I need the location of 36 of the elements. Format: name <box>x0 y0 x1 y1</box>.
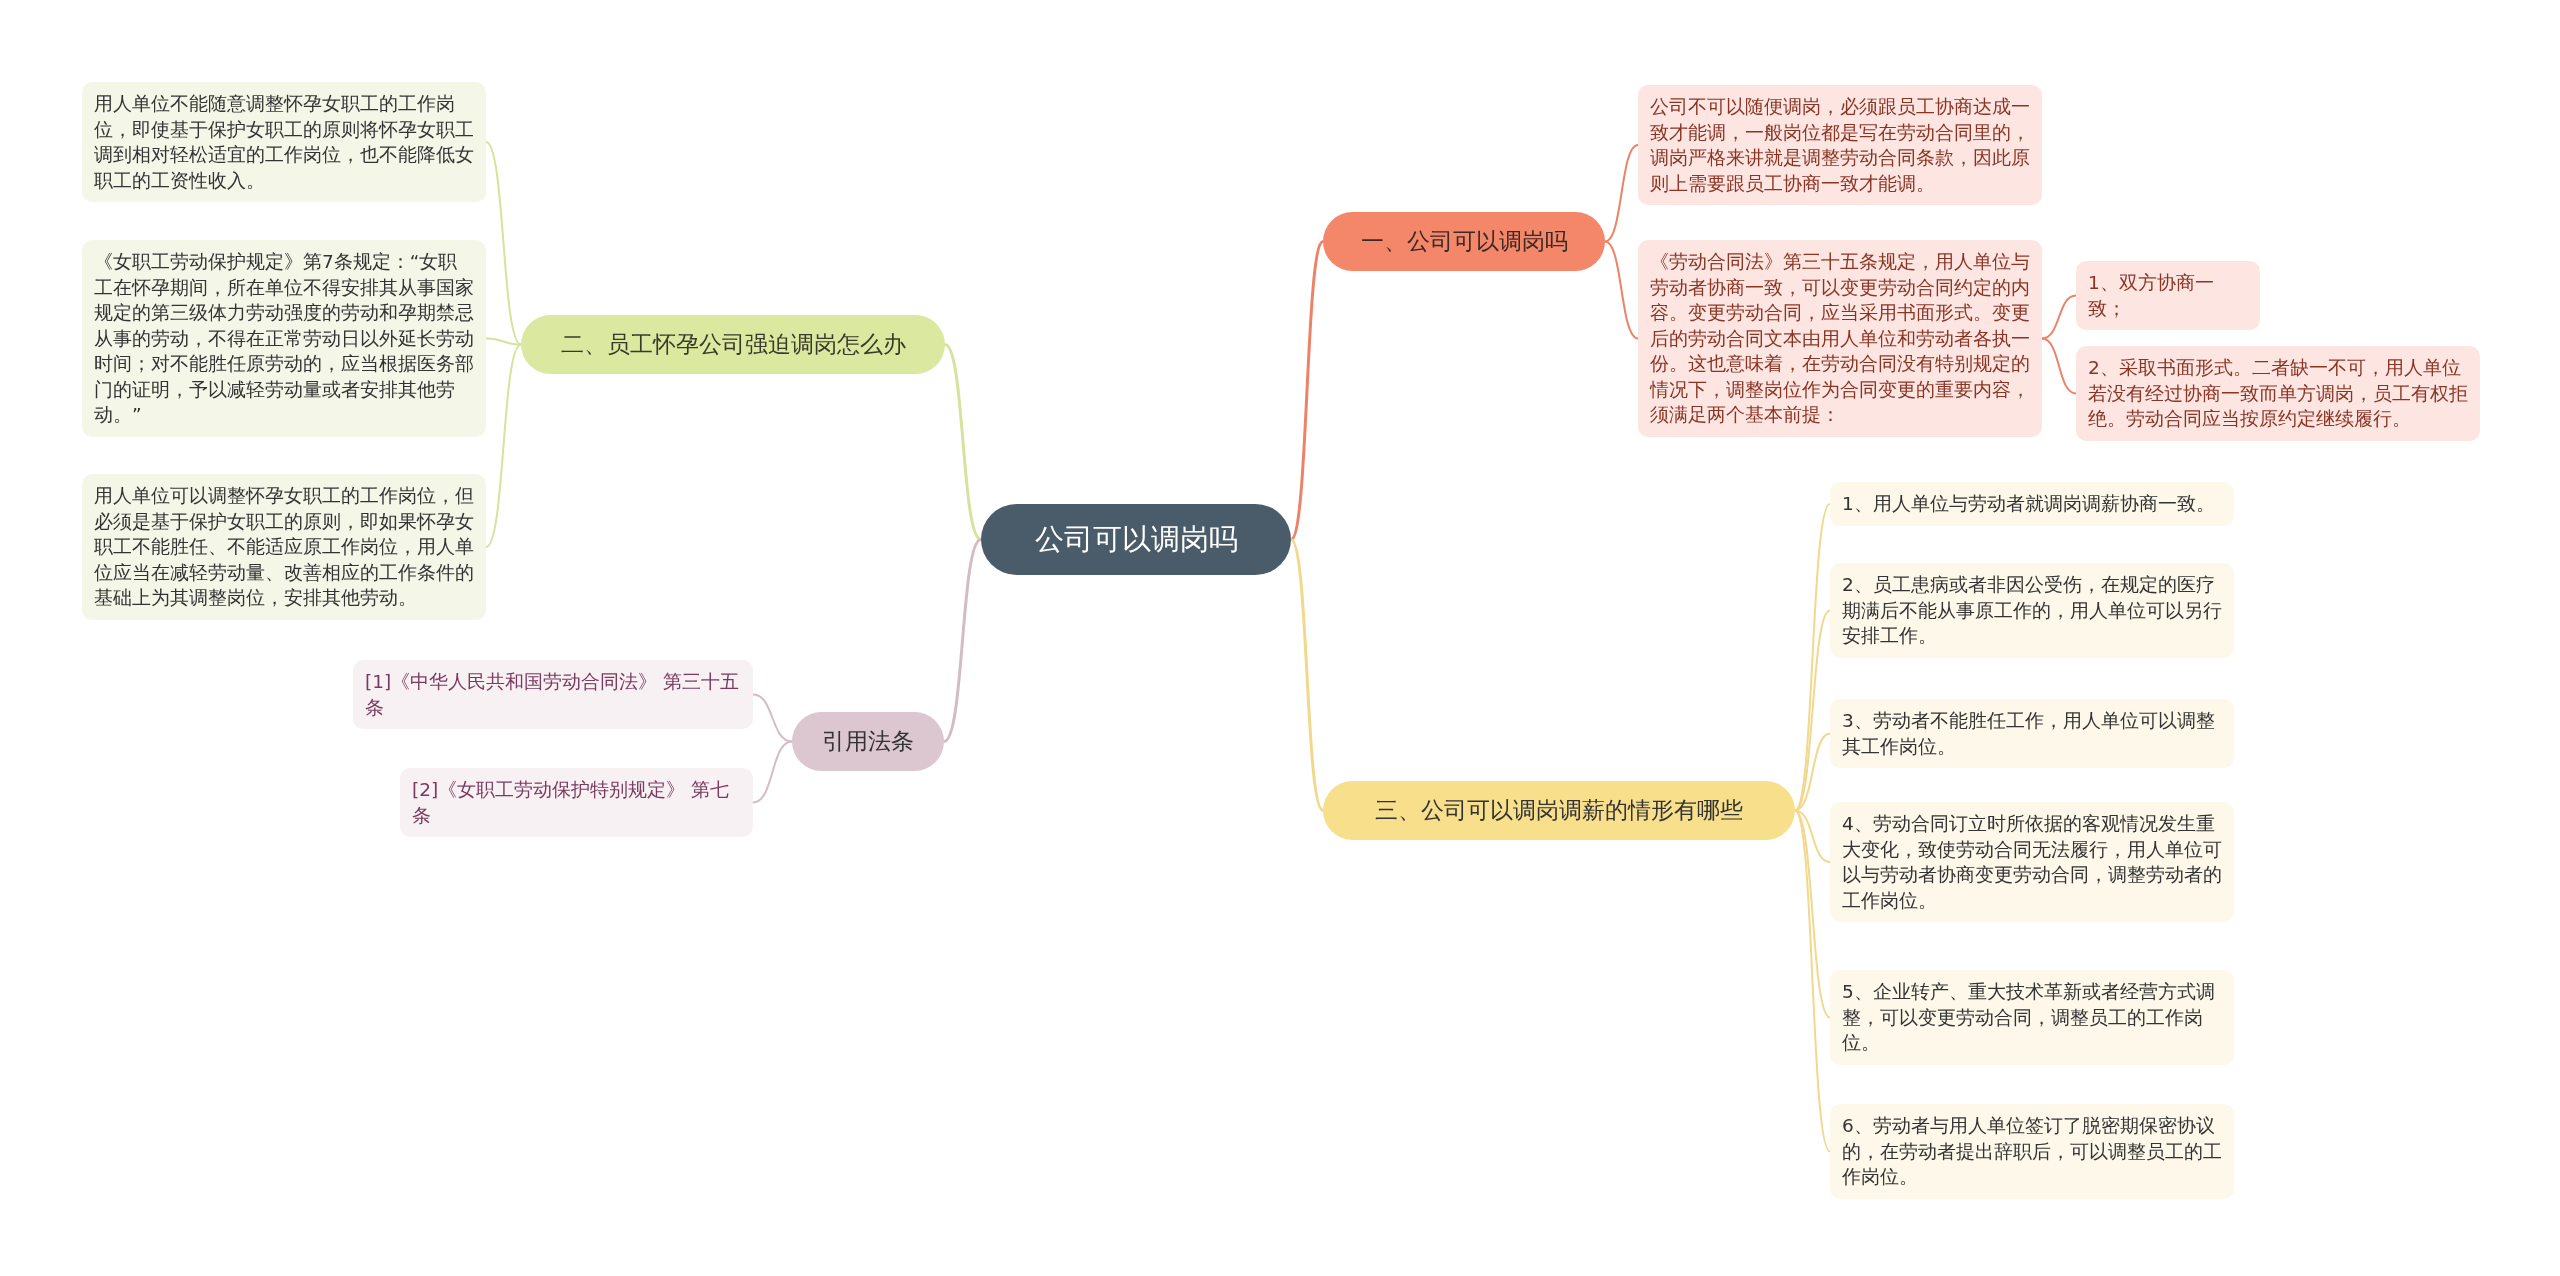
note-card: 公司不可以随便调岗，必须跟员工协商达成一致才能调，一般岗位都是写在劳动合同里的，调岗严格来讲就是调整劳动合同条款，因此原则上需要跟员工协商一致才能调。 <box>1638 85 2042 206</box>
connector-line <box>944 343 982 541</box>
note-card: 用人单位可以调整怀孕女职工的工作岗位，但必须是基于保护女职工的原则，即如果怀孕女职工不能胜任、不能适应原工作岗位，用人单位应当在减轻劳动量、改善相应的工作条件的基础上为其调整岗位，安排其他劳动。 <box>82 474 486 620</box>
note-card: [1]《中华人民共和国劳动合同法》 第三十五条 <box>353 660 753 730</box>
topic-pill: 引用法条 <box>792 712 944 772</box>
connector-line <box>2041 294 2077 340</box>
connector-line <box>1794 609 1831 812</box>
topic-pill: 三、公司可以调岗调薪的情形有哪些 <box>1323 781 1795 841</box>
topic-pill: 一、公司可以调岗吗 <box>1323 212 1605 272</box>
connector-line <box>1794 809 1831 1153</box>
connector-line <box>1289 538 1325 812</box>
connector-line <box>2041 337 2077 395</box>
connector-line <box>1604 144 1639 243</box>
note-card: 《劳动合同法》第三十五条规定，用人单位与劳动者协商一致，可以变更劳动合同约定的内容。变更劳动合同，应当采用书面形式。变更后的劳动合同文本由用人单位和劳动者各执一份。这也意味着，在劳动合同没有特别规定的情况下，调整岗位作为合同变更的重要内容，须满足两个基本前提： <box>1638 240 2042 437</box>
central-topic: 公司可以调岗吗 <box>981 504 1291 576</box>
note-card: 《女职工劳动保护规定》第7条规定：“女职工在怀孕期间，所在单位不得安排其从事国家规定的第三级体力劳动强度的劳动和孕期禁忌从事的劳动，不得在正常劳动日以外延长劳动时间；对不能胜任原劳动的，应当根据医务部门的证明，予以减轻劳动量或者安排其他劳动。” <box>82 240 486 437</box>
connector-line <box>1794 503 1831 812</box>
note-card: 2、员工患病或者非因公受伤，在规定的医疗期满后不能从事原工作的，用人单位可以另行安排工作。 <box>1830 563 2234 658</box>
connector-line <box>485 141 522 346</box>
connector-line <box>752 693 793 743</box>
connector-line <box>1289 240 1325 541</box>
topic-pill: 二、员工怀孕公司强迫调岗怎么办 <box>521 315 945 375</box>
note-card: 用人单位不能随意调整怀孕女职工的工作岗位，即使基于保护女职工的原则将怀孕女职工调到相对轻松适宜的工作岗位，也不能降低女职工的工资性收入。 <box>82 82 486 203</box>
note-card: 2、采取书面形式。二者缺一不可，用人单位若没有经过协商一致而单方调岗，员工有权拒绝。劳动合同应当按原约定继续履行。 <box>2076 346 2480 441</box>
connector-line <box>1604 240 1639 340</box>
note-card: 6、劳动者与用人单位签订了脱密期保密协议的，在劳动者提出辞职后，可以调整员工的工作岗位。 <box>1830 1104 2234 1199</box>
connector-line <box>485 343 522 548</box>
note-card: [2]《女职工劳动保护特别规定》 第七条 <box>400 768 753 838</box>
note-card: 3、劳动者不能胜任工作，用人单位可以调整其工作岗位。 <box>1830 699 2234 769</box>
note-card: 5、企业转产、重大技术革新或者经营方式调整，可以变更劳动合同，调整员工的工作岗位。 <box>1830 970 2234 1065</box>
connector-line <box>752 740 793 804</box>
connector-line <box>485 337 522 346</box>
note-card: 1、用人单位与劳动者就调岗调薪协商一致。 <box>1830 482 2234 526</box>
note-card: 1、双方协商一致； <box>2076 261 2260 331</box>
note-card: 4、劳动合同订立时所依据的客观情况发生重大变化，致使劳动合同无法履行，用人单位可以与劳动者协商变更劳动合同，调整劳动者的工作岗位。 <box>1830 802 2234 923</box>
connector-line <box>943 538 982 743</box>
